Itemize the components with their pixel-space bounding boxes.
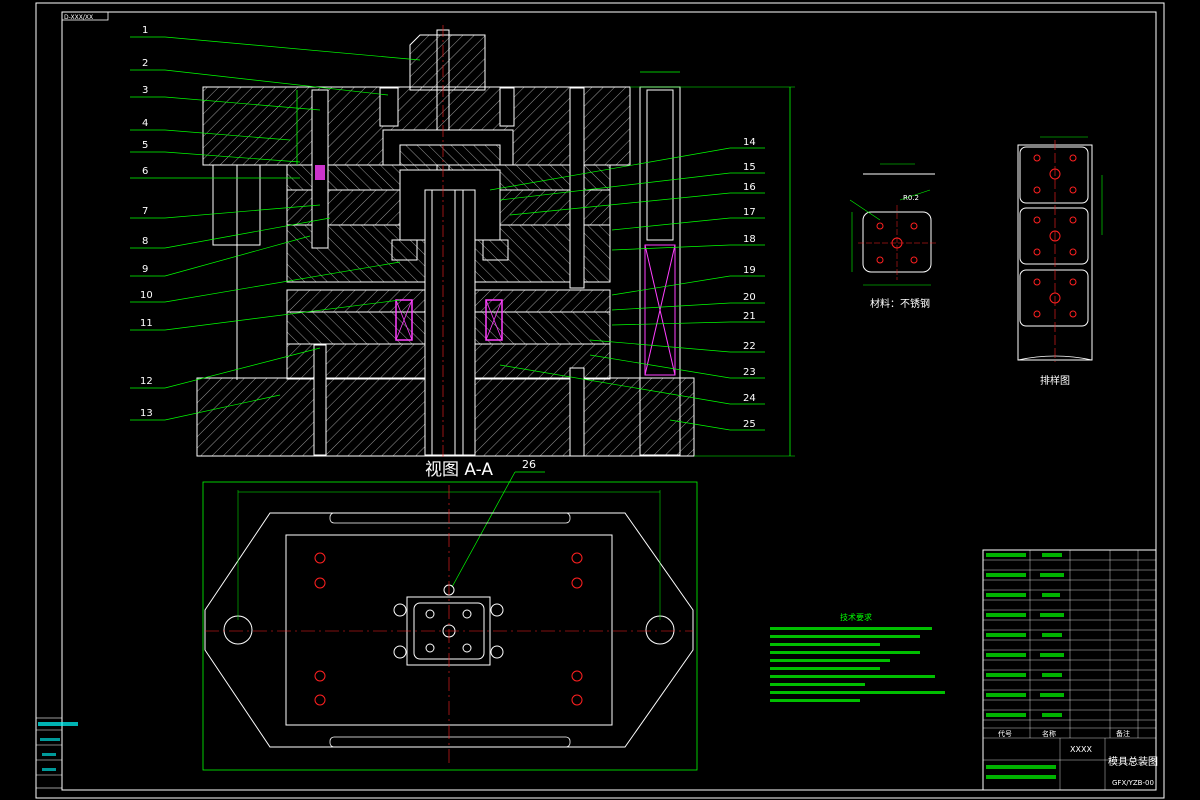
main-section-view — [196, 25, 795, 460]
part-number: 18 — [743, 234, 756, 245]
parts-list-col-remark: 备注 — [1116, 729, 1130, 738]
part-number: 23 — [743, 367, 756, 378]
section-view-title: 视图 A-A — [425, 460, 493, 480]
part-number: 21 — [743, 311, 756, 322]
part-number-26: 26 — [522, 458, 536, 471]
part-number: 11 — [140, 318, 153, 329]
strip-layout-title: 排样图 — [1040, 374, 1070, 387]
part-number: 15 — [743, 162, 756, 173]
margin-stamp-block — [35, 717, 78, 789]
part-number: 20 — [743, 292, 756, 303]
part-number: 19 — [743, 265, 756, 276]
part-number: 4 — [142, 118, 148, 129]
parts-list-col-code: 代号 — [998, 729, 1012, 738]
part-number: 25 — [743, 419, 756, 430]
part-number: 12 — [140, 376, 153, 387]
part-number: 8 — [142, 236, 148, 247]
strip-layout-view: 排样图 — [1017, 136, 1103, 387]
drawing-frame: D-XXX/XX — [35, 2, 1165, 799]
leaders-left — [130, 36, 421, 421]
part-number: 9 — [142, 264, 148, 275]
part-number: 5 — [142, 140, 148, 151]
company-name: XXXX — [1070, 745, 1092, 754]
detail-material-label: 材料：不锈钢 — [870, 297, 930, 310]
part-number: 2 — [142, 58, 148, 69]
technical-requirements: 技术要求 — [770, 612, 945, 702]
right-part-numbers: 14 15 16 17 18 19 20 21 22 23 24 25 — [743, 137, 756, 430]
part-number: 14 — [743, 137, 756, 148]
detail-radius-note: R0.2 — [903, 194, 919, 202]
part-number: 6 — [142, 166, 148, 177]
part-number: 16 — [743, 182, 756, 193]
part-detail-view: R0.2 材料：不锈钢 — [849, 163, 936, 310]
part-number: 17 — [743, 207, 756, 218]
frame-code: D-XXX/XX — [64, 14, 93, 21]
tech-req-title: 技术要求 — [840, 612, 872, 622]
drawing-name: 模具总装图 — [1108, 755, 1158, 768]
part-number: 1 — [142, 25, 148, 36]
parts-list-col-name: 名称 — [1042, 729, 1056, 738]
part-number: 13 — [140, 408, 153, 419]
title-block: 代号 名称 备注 XXXX 模具总装图 GFX/YZB-00 — [982, 549, 1158, 791]
leaders-right — [489, 147, 765, 431]
part-number: 22 — [743, 341, 756, 352]
part-number: 3 — [142, 85, 148, 96]
part-number: 24 — [743, 393, 756, 404]
left-part-numbers: 1 2 3 4 5 6 7 8 9 10 11 12 13 — [140, 25, 153, 419]
view-a-a-plan — [202, 481, 698, 771]
part-number: 7 — [142, 206, 148, 217]
drawing-number: GFX/YZB-00 — [1112, 779, 1154, 787]
part-number: 10 — [140, 290, 153, 301]
